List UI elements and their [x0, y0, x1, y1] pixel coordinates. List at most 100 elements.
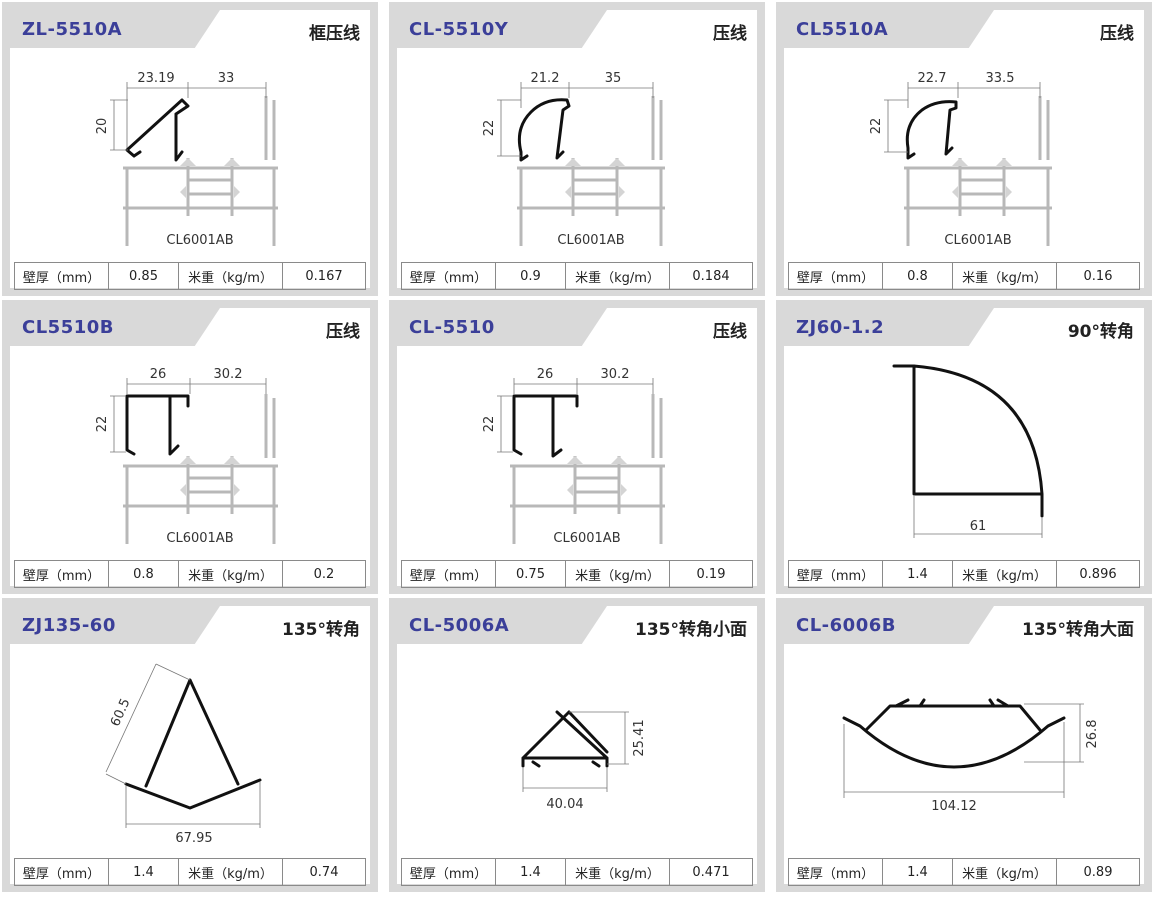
card-header: CL5510A 压线: [784, 10, 1144, 48]
wall-thickness-value: 1.4: [883, 561, 953, 587]
frame-label: CL6001AB: [166, 531, 233, 546]
product-name: 135°转角小面: [635, 620, 747, 640]
profile-section: [905, 100, 958, 160]
product-card-body: CL-5006A 135°转角小面 25.41 40.04 壁厚（mm） 1.4: [397, 606, 757, 886]
profile-drawing: 23.19 33 20 CL6001AB: [10, 48, 370, 258]
dimension-width-profile: 26: [537, 367, 554, 382]
profile-section: [892, 364, 1044, 518]
dimension-lines: [884, 82, 1041, 153]
header-tab: [784, 606, 994, 644]
unit-weight-label: 米重（kg/m）: [179, 561, 283, 587]
product-card: CL-6006B 135°转角大面 26.8 104.12 壁厚（mm） 1.4: [776, 598, 1152, 892]
dimension-width: 67.95: [175, 831, 212, 846]
frame-section: [517, 96, 665, 246]
product-name: 135°转角: [282, 620, 360, 640]
frame-section: [510, 394, 665, 544]
product-card: ZL-5510A 框压线 23.19 33: [2, 2, 378, 296]
profile-drawing-svg: 25.41 40.04: [521, 710, 647, 812]
spec-table: 壁厚（mm） 0.9 米重（kg/m） 0.184: [401, 262, 753, 290]
dimension-height: 22: [482, 120, 497, 137]
dimension-height: 25.41: [632, 719, 647, 756]
dimension-lines: [497, 82, 654, 157]
product-name: 135°转角大面: [1022, 620, 1134, 640]
dimension-lines: [105, 663, 261, 828]
unit-weight-value: 0.19: [696, 566, 726, 582]
unit-weight-value: 0.16: [1083, 268, 1113, 284]
unit-weight-value: 0.471: [692, 864, 730, 880]
wall-thickness-value: 0.8: [883, 263, 953, 289]
unit-weight-value: 0.2: [313, 566, 335, 582]
header-tab: [784, 10, 994, 48]
dimension-leg: 60.5: [108, 696, 133, 729]
spec-table: 壁厚（mm） 0.8 米重（kg/m） 0.2: [14, 560, 366, 588]
product-card: CL5510B 压线 26 30.2 22: [2, 300, 378, 594]
product-card: CL-5510 压线 26 30.2 22: [389, 300, 765, 594]
dimension-width-frame: 35: [605, 71, 622, 86]
model-code: ZL-5510A: [22, 19, 123, 40]
product-name: 压线: [713, 24, 747, 44]
dimension-height: 20: [95, 118, 110, 135]
wall-thickness-value: 0.75: [496, 561, 566, 587]
dimension-lines: [110, 378, 267, 453]
product-card-body: ZJ60-1.2 90°转角 61 壁厚（mm） 1.4 米重（kg/m）: [784, 308, 1144, 588]
spec-table: 壁厚（mm） 1.4 米重（kg/m） 0.89: [788, 858, 1140, 886]
profile-section: [125, 98, 190, 162]
product-name: 压线: [326, 322, 360, 342]
dimension-width: 61: [970, 519, 987, 534]
dimension-width-frame: 33.5: [986, 71, 1015, 86]
spec-table: 壁厚（mm） 1.4 米重（kg/m） 0.471: [401, 858, 753, 886]
unit-weight-value: 0.167: [305, 268, 343, 284]
header-tab: [784, 308, 994, 346]
profile-drawing-svg: 21.2 35 22 CL6001AB: [482, 71, 665, 248]
model-code: CL-5510Y: [409, 19, 509, 40]
product-card: ZJ135-60 135°转角 60.5 67.95 壁厚（mm） 1.4: [2, 598, 378, 892]
model-code: ZJ60-1.2: [796, 317, 885, 338]
frame-label: CL6001AB: [553, 531, 620, 546]
profile-section: [521, 710, 609, 768]
card-header: CL-5510 压线: [397, 308, 757, 346]
spec-table: 壁厚（mm） 1.4 米重（kg/m） 0.896: [788, 560, 1140, 588]
dimension-height: 22: [482, 416, 497, 433]
dimension-lines: [843, 703, 1084, 798]
header-tab: [10, 308, 220, 346]
frame-label: CL6001AB: [557, 233, 624, 248]
product-card-body: ZJ135-60 135°转角 60.5 67.95 壁厚（mm） 1.4: [10, 606, 370, 886]
model-code: ZJ135-60: [22, 615, 116, 636]
profile-drawing: 21.2 35 22 CL6001AB: [397, 48, 757, 258]
wall-thickness-value: 0.85: [109, 263, 179, 289]
frame-label: CL6001AB: [166, 233, 233, 248]
spec-table: 壁厚（mm） 1.4 米重（kg/m） 0.74: [14, 858, 366, 886]
unit-weight-value: 0.89: [1083, 864, 1113, 880]
profile-drawing-svg: 26.8 104.12: [842, 698, 1100, 814]
profile-drawing: 26 30.2 22 CL6001AB: [397, 346, 757, 556]
wall-thickness-label: 壁厚（mm）: [15, 859, 109, 885]
profile-drawing: 25.41 40.04: [397, 644, 757, 854]
model-code: CL-6006B: [796, 615, 896, 636]
unit-weight-value: 0.896: [1079, 566, 1117, 582]
model-code: CL5510B: [22, 317, 114, 338]
unit-weight-label: 米重（kg/m）: [566, 561, 670, 587]
dimension-lines: [913, 496, 1043, 538]
product-name: 压线: [1100, 24, 1134, 44]
profile-drawing-svg: 23.19 33 20 CL6001AB: [95, 71, 278, 248]
header-tab: [397, 10, 607, 48]
dimension-width-frame: 33: [218, 71, 235, 86]
product-card: CL-5006A 135°转角小面 25.41 40.04 壁厚（mm） 1.4: [389, 598, 765, 892]
unit-weight-label: 米重（kg/m）: [566, 859, 670, 885]
unit-weight-label: 米重（kg/m）: [953, 263, 1057, 289]
card-header: CL5510B 压线: [10, 308, 370, 346]
unit-weight-label: 米重（kg/m）: [953, 561, 1057, 587]
dimension-width-profile: 21.2: [531, 71, 560, 86]
dimension-width-profile: 26: [150, 367, 167, 382]
product-name: 压线: [713, 322, 747, 342]
dimension-lines: [522, 711, 629, 792]
unit-weight-value: 0.184: [692, 268, 730, 284]
wall-thickness-value: 1.4: [883, 859, 953, 885]
unit-weight-value: 0.74: [309, 864, 339, 880]
profile-drawing: 60.5 67.95: [10, 644, 370, 854]
product-name: 框压线: [309, 24, 360, 44]
header-tab: [10, 10, 220, 48]
frame-label: CL6001AB: [944, 233, 1011, 248]
card-header: CL-5006A 135°转角小面: [397, 606, 757, 644]
header-tab: [397, 606, 607, 644]
